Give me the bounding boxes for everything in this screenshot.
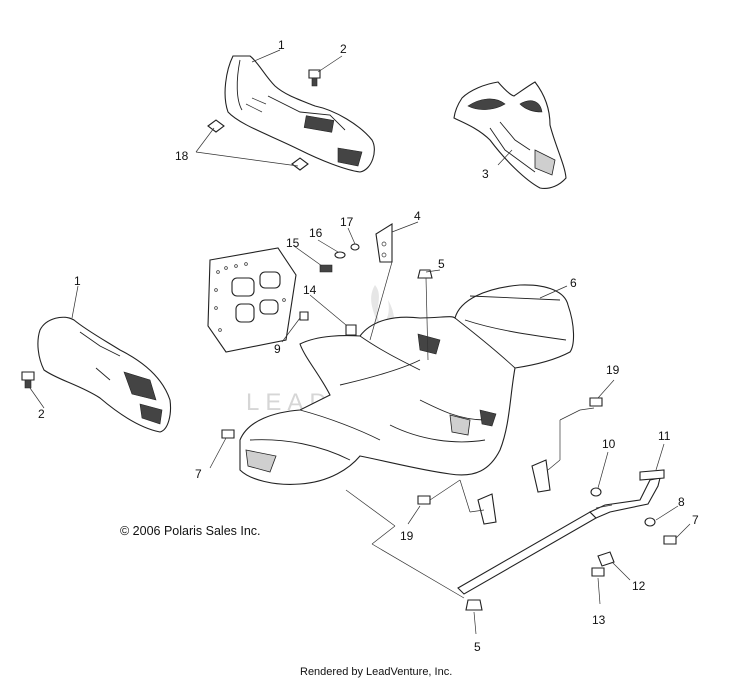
callout-10: 10	[602, 437, 616, 451]
callout-6: 6	[570, 276, 577, 290]
part-18-pads	[207, 119, 309, 171]
part-13-screw	[591, 567, 605, 577]
callout-12: 12	[632, 579, 646, 593]
part-1-left-side-panel	[37, 316, 172, 433]
part-19-screw-upper	[589, 397, 603, 407]
callout-3: 3	[482, 167, 489, 181]
callout-15: 15	[286, 236, 300, 250]
callout-16: 16	[309, 226, 323, 240]
callout-labels: 1 2 18 3 4 17 16 15 5 6 14 9 1 2 7 19 10…	[38, 38, 699, 654]
part-5-lower-nut	[465, 599, 483, 611]
callout-9: 9	[274, 342, 281, 356]
callout-18: 18	[175, 149, 189, 163]
part-3-front-cover	[453, 81, 567, 189]
callout-7-right: 7	[692, 513, 699, 527]
part-5-upper-nut	[417, 269, 433, 279]
callout-8: 8	[678, 495, 685, 509]
part-1-top-side-panel	[224, 55, 375, 173]
part-19-screw-lower	[417, 495, 431, 505]
part-7-screw-left	[221, 429, 235, 439]
part-10-washer	[590, 487, 602, 497]
front-cab-assembly	[239, 284, 575, 485]
callout-17: 17	[340, 215, 354, 229]
part-9-screw	[299, 311, 309, 321]
part-14-plate	[207, 247, 297, 353]
part-17-washer	[350, 243, 360, 251]
part-7-screw-right	[663, 535, 677, 545]
callout-14: 14	[303, 283, 317, 297]
copyright-text: © 2006 Polaris Sales Inc.	[120, 524, 261, 538]
callout-4: 4	[414, 209, 421, 223]
callout-13: 13	[592, 613, 606, 627]
callout-19-lower: 19	[400, 529, 414, 543]
part-14-clip	[345, 324, 357, 336]
part-4-bracket	[375, 223, 393, 263]
part-8-washer	[644, 517, 656, 527]
part-12-nut	[597, 551, 615, 567]
footer-credit: Rendered by LeadVenture, Inc.	[300, 666, 452, 678]
callout-19-upper: 19	[606, 363, 620, 377]
callout-5-lower: 5	[474, 640, 481, 654]
part-11-support-bar	[457, 469, 665, 595]
callout-11: 11	[658, 429, 671, 443]
part-2-top-screw	[308, 69, 321, 87]
part-15-screw	[319, 264, 333, 273]
part-2-left-screw	[21, 371, 35, 389]
callout-2-top: 2	[340, 42, 347, 56]
part-16-washer	[334, 251, 346, 259]
callout-2-left: 2	[38, 407, 45, 421]
part-19-bracket-upper	[531, 459, 551, 493]
callout-1-top: 1	[278, 38, 285, 52]
callout-5-upper: 5	[438, 257, 445, 271]
part-19-bracket-lower	[477, 493, 497, 525]
leader-lines	[29, 49, 691, 635]
callout-7-left: 7	[195, 467, 202, 481]
callout-1-left: 1	[74, 274, 81, 288]
